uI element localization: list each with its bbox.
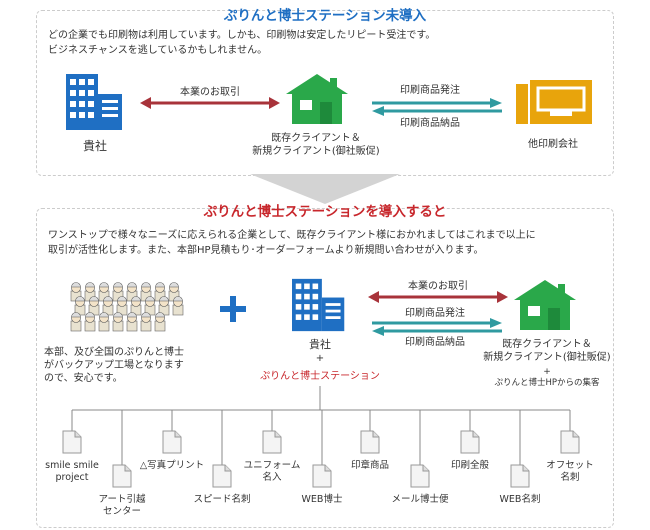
- service-label-offset: オフセット 名刺: [546, 460, 594, 483]
- delivery-label-bottom: 印刷商品納品: [405, 337, 465, 348]
- kisha-plus: +: [315, 353, 325, 364]
- plus-icon: [220, 296, 246, 322]
- order-arrow-bottom: [372, 318, 502, 328]
- document-icon: [62, 430, 82, 454]
- service-label-webmeishi: WEB名刺: [499, 494, 541, 505]
- desc-after: ワンストップで様々なニーズに応えられる企業として、既存クライアント様におかれまし…: [48, 230, 536, 256]
- house-icon: [286, 74, 348, 124]
- clients-plus: +: [543, 367, 551, 377]
- delivery-arrow-bottom: [372, 326, 502, 336]
- service-label-webhakase: WEB博士: [301, 494, 343, 505]
- clients-label-bottom: 既存クライアント＆ 新規クライアント(御社販促): [483, 339, 611, 363]
- title-before: ぷりんと博士ステーション未導入: [223, 8, 427, 24]
- document-icon: [212, 464, 232, 488]
- station-label: ぷりんと博士ステーション: [260, 371, 380, 382]
- document-icon: [460, 430, 480, 454]
- building-icon: [66, 74, 122, 130]
- service-label-print: 印刷全般: [450, 460, 489, 471]
- building-icon: [292, 278, 345, 332]
- document-icon: [112, 464, 132, 488]
- business-label-top: 本業のお取引: [160, 86, 260, 99]
- document-icon: [360, 430, 380, 454]
- kisha-label-top: 貴社: [82, 139, 107, 153]
- printer-icon: [516, 80, 592, 124]
- service-label-stamp: 印章商品: [350, 460, 389, 471]
- document-icon: [410, 464, 430, 488]
- service-label-mail: メール博士便: [391, 494, 449, 505]
- desc-before: どの企業でも印刷物は利用しています。しかも、印刷物は安定したリピート受注です。 …: [48, 30, 436, 56]
- service-label-uniform: ユニフォーム 名入: [243, 460, 301, 483]
- service-label-photo: △写真プリント: [139, 460, 205, 471]
- house-icon: [514, 280, 576, 330]
- workers-crowd-icon: [70, 282, 184, 332]
- business-arrow-top: [140, 97, 280, 109]
- service-label-smile: smile smile project: [45, 460, 99, 483]
- transition-chevron: [250, 174, 400, 204]
- kisha-label-bottom: 貴社: [309, 338, 331, 351]
- business-label-bottom: 本業のお取引: [388, 280, 488, 293]
- delivery-arrow-top: [372, 106, 502, 116]
- business-arrow-bottom: [368, 291, 508, 303]
- factory-label: 本部、及び全国のぷりんと博士 がバックアップ工場となります ので、安心です。: [44, 347, 184, 384]
- document-icon: [312, 464, 332, 488]
- order-arrow-top: [372, 98, 502, 108]
- document-icon: [510, 464, 530, 488]
- delivery-label-top: 印刷商品納品: [400, 118, 460, 129]
- title-after: ぷりんと博士ステーションを導入すると: [203, 204, 447, 220]
- order-label-top: 印刷商品発注: [400, 85, 460, 96]
- order-label-bottom: 印刷商品発注: [405, 308, 465, 319]
- other-printer-label: 他印刷会社: [528, 139, 578, 150]
- clients-label-top: 既存クライアント＆ 新規クライアント(御社販促): [252, 133, 380, 157]
- service-label-speed: スピード名刺: [193, 494, 251, 505]
- document-icon: [560, 430, 580, 454]
- document-icon: [162, 430, 182, 454]
- document-icon: [262, 430, 282, 454]
- service-label-art: アート引越 センター: [98, 494, 146, 517]
- clients-hp-label: ぷりんと博士HPからの集客: [494, 378, 600, 388]
